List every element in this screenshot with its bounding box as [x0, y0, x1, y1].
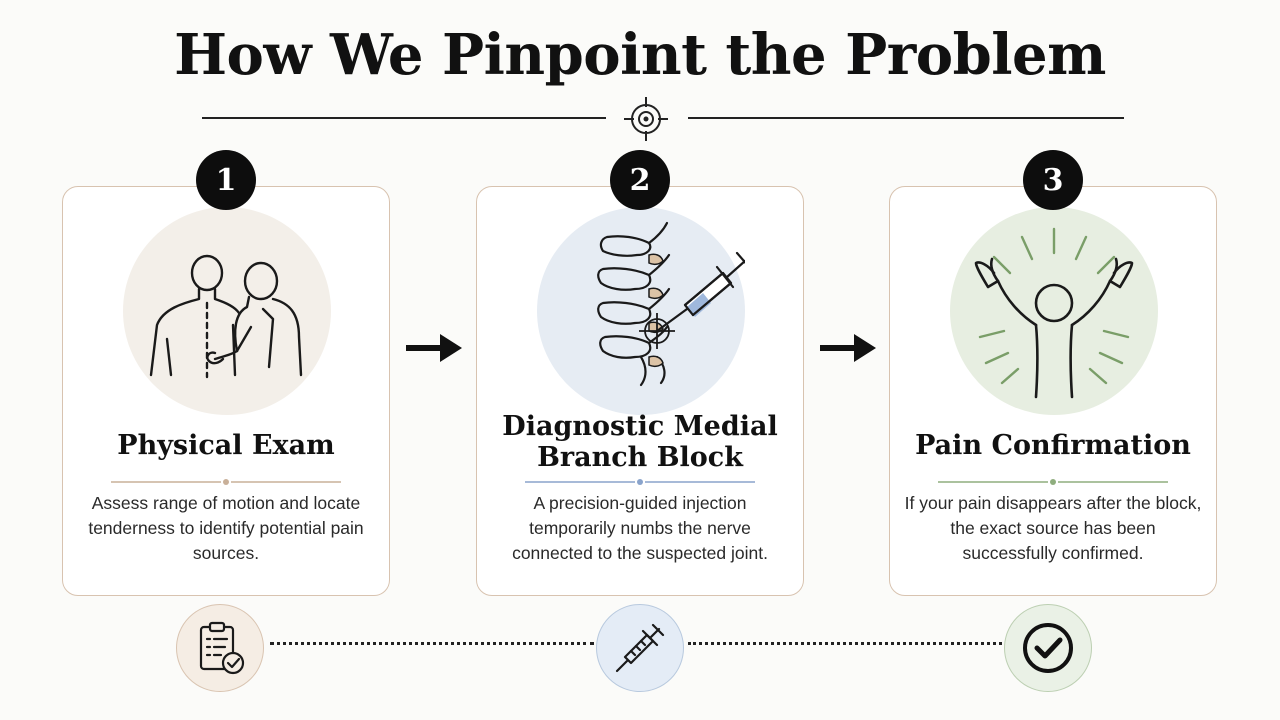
step-title-3: Pain Confirmation: [915, 430, 1191, 461]
step-card-physical-exam: Physical Exam Assess range of motion and…: [62, 186, 390, 596]
target-icon: [624, 97, 668, 141]
title-rule-right: [688, 117, 1124, 119]
syringe-icon: [615, 623, 665, 673]
spine-injection-icon: [537, 207, 745, 415]
step-description-1: Assess range of motion and locate tender…: [88, 493, 364, 563]
timeline-connector-2: [688, 642, 1002, 645]
timeline-connector-1: [270, 642, 594, 645]
step-card-medial-branch-block: Diagnostic Medial Branch Block A precisi…: [476, 186, 804, 596]
step-description-3: If your pain disappears after the block,…: [904, 493, 1202, 563]
timeline-node-3: [1004, 604, 1092, 692]
arrow-right-icon: [406, 334, 462, 362]
title-divider-2: [525, 479, 755, 485]
title-rule-left: [202, 117, 606, 119]
title-divider-1: [111, 479, 341, 485]
pain-relief-person-icon: [950, 207, 1158, 415]
checkmark-circle-icon: [1023, 623, 1073, 673]
clipboard-check-icon: [199, 621, 245, 675]
physical-exam-icon: [123, 207, 331, 415]
title-divider-3: [938, 479, 1168, 485]
step-card-pain-confirmation: Pain Confirmation If your pain disappear…: [889, 186, 1217, 596]
step-number-badge-3: 3: [1023, 150, 1083, 210]
step-description-2: A precision-guided injection temporarily…: [512, 493, 768, 563]
step-number-badge-1: 1: [196, 150, 256, 210]
timeline-node-2: [596, 604, 684, 692]
step-number-badge-2: 2: [610, 150, 670, 210]
arrow-right-icon: [820, 334, 876, 362]
step-title-2: Diagnostic Medial Branch Block: [502, 411, 778, 473]
step-title-1: Physical Exam: [117, 430, 335, 461]
timeline-node-1: [176, 604, 264, 692]
page-title: How We Pinpoint the Problem: [174, 22, 1106, 88]
